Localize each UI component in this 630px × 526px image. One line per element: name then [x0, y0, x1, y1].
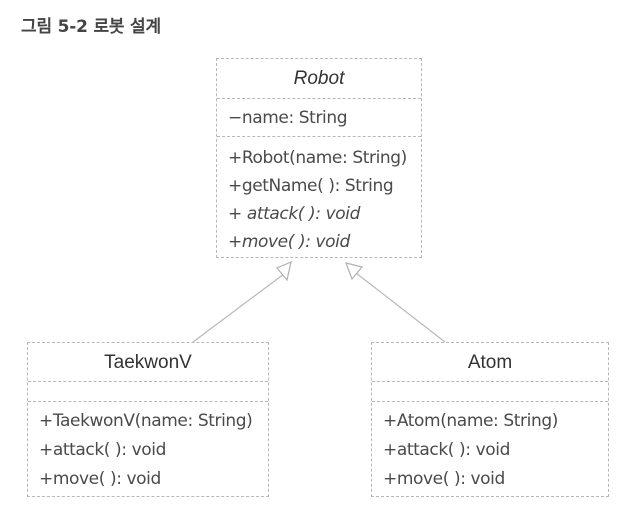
class-name-atom: Atom: [372, 343, 608, 382]
generalization-line-taekwonv: [192, 273, 285, 343]
generalization-line-atom: [355, 272, 446, 343]
operations-atom: +Atom(name: String) +attack( ): void +mo…: [372, 402, 608, 494]
generalization-arrowhead-taekwonv: [276, 260, 292, 282]
class-name-taekwonv: TaekwonV: [28, 343, 268, 382]
class-robot: Robot −name: String +Robot(name: String)…: [216, 58, 422, 258]
attributes-taekwonv: [28, 382, 268, 402]
operation-attack: + attack( ): void: [228, 204, 360, 224]
operation-constructor: +Robot(name: String): [228, 148, 407, 168]
operation-move: +move( ): void: [383, 469, 505, 489]
attributes-robot: −name: String: [217, 99, 421, 137]
operation-getname: +getName( ): String: [228, 176, 394, 196]
attributes-atom: [372, 382, 608, 402]
class-atom: Atom +Atom(name: String) +attack( ): voi…: [371, 342, 609, 497]
operations-taekwonv: +TaekwonV(name: String) +attack( ): void…: [28, 402, 268, 494]
operations-robot: +Robot(name: String) +getName( ): String…: [217, 137, 421, 256]
operation-attack: +attack( ): void: [39, 440, 166, 460]
figure-title: 그림 5-2 로봇 설계: [21, 12, 161, 37]
operation-constructor: +TaekwonV(name: String): [39, 411, 253, 431]
figure-number: 그림 5-2: [21, 17, 88, 37]
operation-attack: +attack( ): void: [383, 440, 510, 460]
figure-caption: 로봇 설계: [93, 17, 161, 37]
class-name-robot: Robot: [217, 59, 421, 99]
operation-constructor: +Atom(name: String): [383, 411, 558, 431]
operation-move: +move( ): void: [228, 232, 350, 252]
operation-move: +move( ): void: [39, 469, 161, 489]
generalization-arrowhead-atom: [345, 262, 364, 281]
class-taekwonv: TaekwonV +TaekwonV(name: String) +attack…: [27, 342, 269, 497]
attribute-name: −name: String: [228, 108, 348, 128]
